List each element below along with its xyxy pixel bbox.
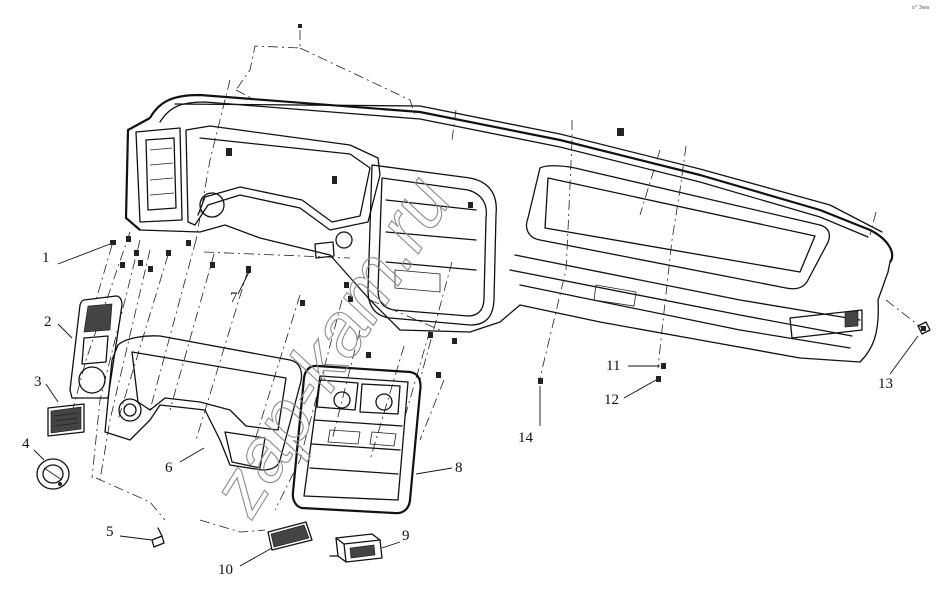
callout-5: 5 [106,524,114,540]
callout-labels: 1 2 3 4 5 6 7 8 9 10 11 12 13 14 [22,250,893,578]
callout-12: 12 [604,392,619,408]
callout-13: 13 [878,376,893,392]
part-6-cluster-bezel [104,335,303,471]
callout-8: 8 [455,460,463,476]
part-2-left-vent-bezel [69,295,123,399]
part-8-center-bezel [291,364,422,515]
callout-11: 11 [606,358,620,374]
assembly-centre-lines [69,30,923,533]
callout-7: 7 [230,290,238,306]
callout-6: 6 [165,460,173,476]
part-3-vent-grille [47,403,85,437]
callout-10: 10 [218,562,233,578]
dashboard-panel [124,93,894,363]
callout-4: 4 [22,436,30,452]
part-4-round-knob [36,458,70,490]
corner-mark: s° 3wa [912,5,929,11]
callout-2: 2 [44,314,52,330]
callout-9: 9 [402,528,410,544]
watermark-text: zap-kam.ru [194,162,468,530]
callout-3: 3 [34,374,42,390]
fastener-set [110,24,666,384]
part-9-switch-module [329,533,383,563]
callout-leaders [33,243,919,567]
callout-14: 14 [518,430,534,446]
part-13-side-clip [917,321,931,335]
callout-1: 1 [42,250,50,266]
part-5-screw [151,527,165,548]
watermark: zap-kam.ru [193,161,468,530]
part-10-vent-grille [267,521,313,551]
